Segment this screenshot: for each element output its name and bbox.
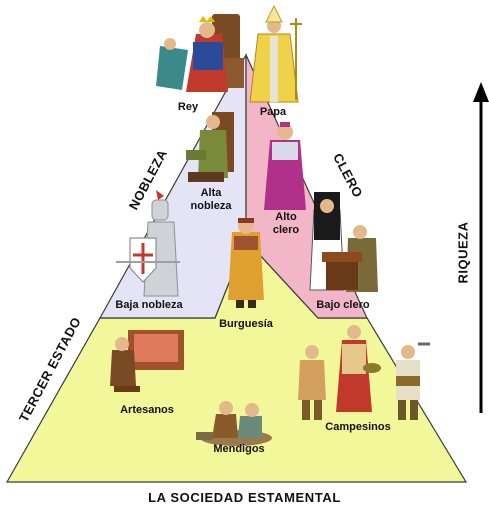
bourgeois-figure [228,218,264,308]
label-baja-nobleza: Baja nobleza [115,299,183,311]
label-alta-nobleza-line1: Alta [200,187,222,199]
monk-figure [322,225,378,292]
label-campesinos: Campesinos [325,421,391,433]
label-riqueza: RIQUEZA [455,221,471,284]
artisan-figure [110,330,184,392]
label-alta-nobleza-line2: nobleza [190,200,232,212]
label-burguesia: Burguesía [219,318,273,330]
high-clergy-figure [264,122,306,210]
label-alto-clero-line1: Alto [275,211,297,223]
diagram-title: LA SOCIEDAD ESTAMENTAL [148,490,341,505]
riqueza-arrow [473,82,489,413]
label-mendigos: Mendigos [213,443,265,455]
king-figure [156,14,244,92]
label-alto-clero-line2: clero [272,224,300,236]
label-artesanos: Artesanos [120,404,174,416]
peasant-figures [298,325,430,420]
knight-figure [116,190,180,297]
label-alto-clero: Alto clero [262,211,310,237]
beggar-figures [196,401,272,446]
label-alta-nobleza: Alta nobleza [186,187,236,213]
label-bajo-clero: Bajo clero [316,299,370,311]
label-papa: Papa [259,106,287,118]
high-noble-figure [186,112,234,182]
pope-figure [249,4,302,103]
label-rey: Rey [177,101,199,113]
